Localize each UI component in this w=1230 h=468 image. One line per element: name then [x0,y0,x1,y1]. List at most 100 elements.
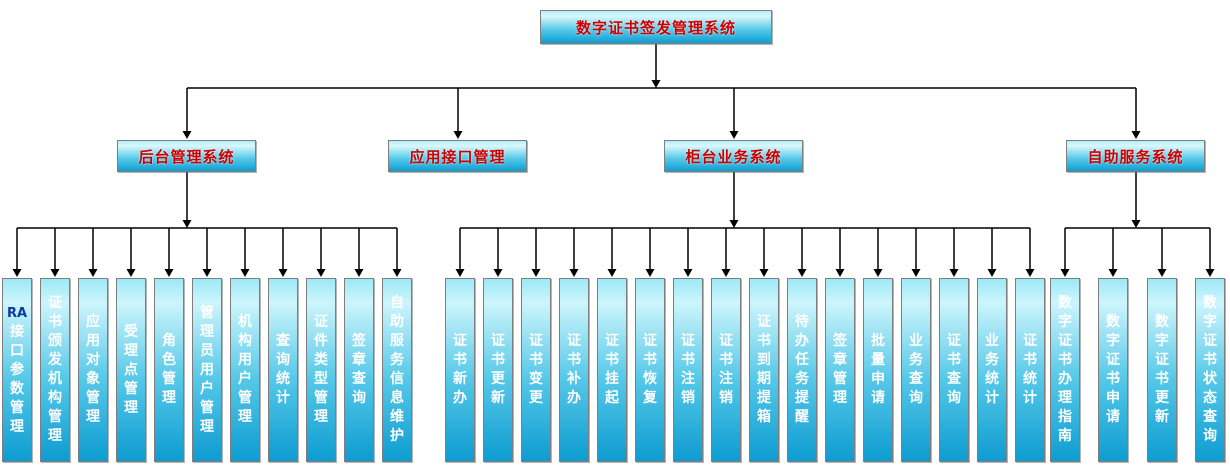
leaf-box: 业务查询 [901,278,931,462]
leaf-label: 证书补办 [567,333,581,406]
leaf-label: 查询统计 [276,333,290,406]
leaf-label: 证书统计 [1023,333,1037,406]
leaf-box: 签章管理 [825,278,855,462]
leaf-box: 证书注销 [673,278,703,462]
leaf-label: 批量申请 [871,333,885,406]
leaf-box: 应用对象管理 [78,278,108,462]
leaf-box: 证书查询 [939,278,969,462]
arrowhead-down-icon [182,220,192,228]
arrowhead-down-icon [683,269,693,277]
leaf-box: 证书挂起 [597,278,627,462]
arrowhead-down-icon [240,269,250,277]
leaf-label: 待办任务提醒 [795,314,809,425]
arrowhead-down-icon [126,269,136,277]
leaf-label: 业务统计 [985,333,999,406]
arrowhead-down-icon [182,131,192,139]
leaf-label: 数字证书申请 [1106,314,1120,425]
leaf-label: 受理点管理 [124,323,138,416]
branch-box-selfservice: 自助服务系统 [1066,140,1205,172]
arrowhead-down-icon [1025,269,1035,277]
leaf-box: 批量申请 [863,278,893,462]
leaf-label: 证书恢复 [643,333,657,406]
leaf-label: 业务查询 [909,333,923,406]
leaf-box: 证书颁发机构管理 [40,278,70,462]
arrowhead-down-icon [569,269,579,277]
branch-box-backoffice: 后台管理系统 [117,140,256,172]
arrowhead-down-icon [1157,269,1167,277]
arrowhead-down-icon [50,269,60,277]
leaf-box: 证件类型管理 [306,278,336,462]
arrowhead-down-icon [1131,131,1141,139]
arrowhead-down-icon [12,269,22,277]
branch-box-counter: 柜台业务系统 [664,140,803,172]
root-label: 数字证书签发管理系统 [575,18,736,37]
arrowhead-down-icon [531,269,541,277]
leaf-label: 数字证书办理指南 [1058,295,1072,444]
branch-label: 自助服务系统 [1087,147,1184,166]
leaf-label: 证件类型管理 [314,314,328,425]
leaf-label: 证书新办 [453,333,467,406]
leaf-label: 证书更新 [491,333,505,406]
arrowhead-down-icon [392,269,402,277]
leaf-box: 自助服务信息维护 [382,278,412,462]
leaf-box: 数字证书更新 [1147,278,1177,462]
leaf-label: 证书变更 [529,333,543,406]
leaf-label: 证书颁发机构管理 [48,295,62,444]
leaf-box: 证书恢复 [635,278,665,462]
arrowhead-down-icon [949,269,959,277]
arrowhead-down-icon [164,269,174,277]
leaf-box: 证书到期提箱 [749,278,779,462]
leaf-box: 数字证书办理指南 [1050,278,1080,462]
leaf-label: 角色管理 [162,333,176,406]
leaf-label: 证书注销 [681,333,695,406]
leaf-box: 角色管理 [154,278,184,462]
arrowhead-down-icon [721,269,731,277]
branch-box-api: 应用接口管理 [388,140,527,172]
arrowhead-down-icon [607,269,617,277]
arrowhead-down-icon [1060,269,1070,277]
arrowhead-down-icon [202,269,212,277]
branch-label: 柜台业务系统 [685,147,782,166]
leaf-label: 证书查询 [947,333,961,406]
arrowhead-down-icon [729,220,739,228]
leaf-label: 证书到期提箱 [757,314,771,425]
arrowhead-down-icon [835,269,845,277]
leaf-box: 证书补办 [559,278,589,462]
leaf-box: 证书新办 [445,278,475,462]
leaf-box: 机构用户管理 [230,278,260,462]
leaf-label: 应用对象管理 [86,314,100,425]
root-box: 数字证书签发管理系统 [540,10,772,44]
leaf-label: 管理员用户管理 [200,304,214,435]
leaf-label: 签章查询 [352,333,366,406]
arrowhead-down-icon [759,269,769,277]
leaf-box: 数字证书状态查询 [1195,278,1225,462]
arrowhead-down-icon [987,269,997,277]
arrowhead-down-icon [316,269,326,277]
leaf-label: 证书挂起 [605,333,619,406]
arrowhead-down-icon [88,269,98,277]
arrowhead-down-icon [1131,220,1141,228]
arrowhead-down-icon [354,269,364,277]
leaf-box: 证书更新 [483,278,513,462]
arrowhead-down-icon [645,269,655,277]
arrowhead-down-icon [729,131,739,139]
leaf-label: 自助服务信息维护 [390,295,404,444]
leaf-label: 机构用户管理 [238,314,252,425]
leaf-box: 证书注销 [711,278,741,462]
arrowhead-down-icon [1205,269,1215,277]
arrowhead-down-icon [278,269,288,277]
leaf-label: 证书注销 [719,333,733,406]
leaf-label: 数字证书更新 [1155,314,1169,425]
leaf-box: 受理点管理 [116,278,146,462]
branch-label: 应用接口管理 [409,147,506,166]
arrowhead-down-icon [1108,269,1118,277]
leaf-label: 数字证书状态查询 [1203,295,1217,444]
arrowhead-down-icon [911,269,921,277]
leaf-box: 证书统计 [1015,278,1045,462]
arrowhead-down-icon [873,269,883,277]
arrowhead-down-icon [455,269,465,277]
leaf-box: 待办任务提醒 [787,278,817,462]
